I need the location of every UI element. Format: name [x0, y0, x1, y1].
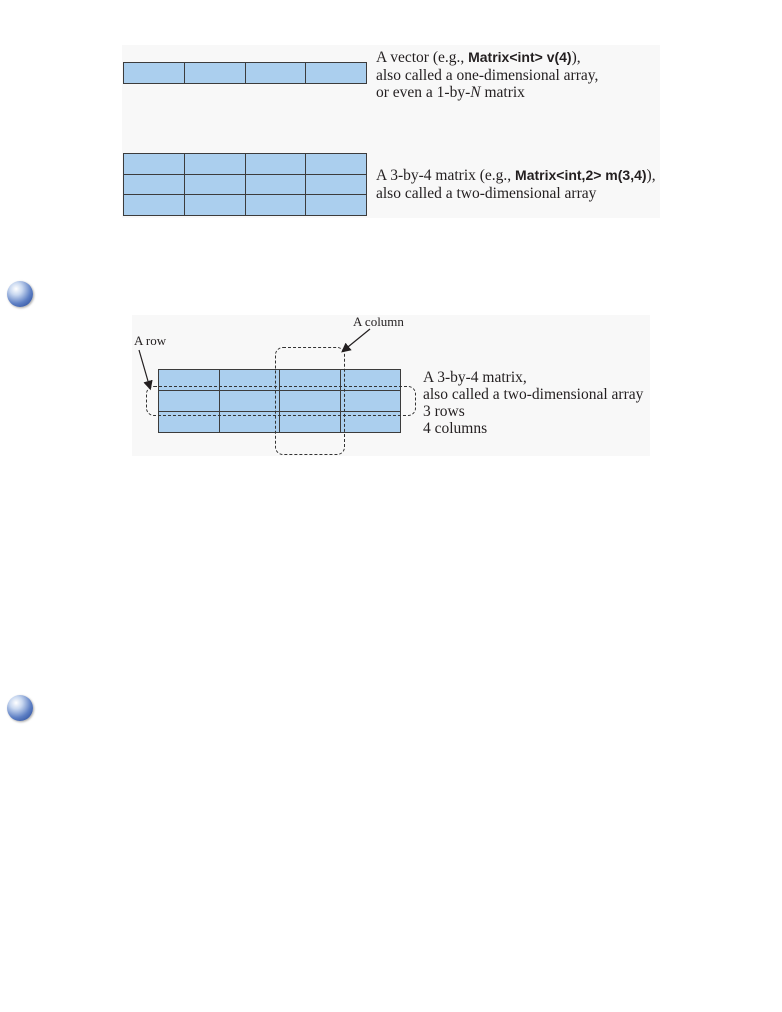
matrix-cell [124, 174, 184, 195]
vector-cell [184, 63, 245, 83]
labeled-matrix-grid [158, 369, 401, 433]
matrix-cell [306, 174, 366, 195]
column-label: A column [353, 314, 404, 329]
vector-code: Matrix<int> v(4) [468, 49, 572, 65]
matrix-cell [306, 154, 366, 174]
vector-cell [245, 63, 306, 83]
bullet-icon [7, 281, 33, 307]
matrix-cell [184, 154, 245, 174]
matrix-cell [159, 370, 219, 390]
labeled-matrix-caption-line-2: also called a two-dimensional array [423, 386, 644, 403]
matrix-cell [306, 195, 366, 215]
matrix-cell [184, 195, 245, 215]
row-arrow [138, 349, 153, 391]
vector-caption-line-3: or even a 1-by-N matrix [376, 84, 525, 101]
matrix-cell [340, 391, 400, 411]
row-label: A row [134, 333, 167, 348]
matrix-caption-line-1: A 3-by-4 matrix (e.g., Matrix<int,2> m(3… [376, 167, 656, 184]
matrix-cell [280, 412, 340, 432]
matrix-cell [245, 154, 306, 174]
matrix-cell [124, 154, 184, 174]
matrix-cell [159, 412, 219, 432]
matrix-cell [245, 174, 306, 195]
matrix-cell [219, 370, 279, 390]
vector-cell [124, 63, 184, 83]
matrix-cell [184, 174, 245, 195]
vector-caption: A vector (e.g., Matrix<int> v(4)), also … [376, 49, 598, 102]
matrix-cell [159, 391, 219, 411]
matrix-caption-line-2: also called a two-dimensional array [376, 184, 597, 202]
column-arrow [341, 328, 371, 353]
vector-caption-line-1: A vector (e.g., Matrix<int> v(4)), [376, 49, 581, 66]
vector-caption-line-2: also called a one-dimensional array, [376, 66, 599, 84]
labeled-matrix-caption-line-3: 3 rows [423, 403, 465, 420]
bullet-icon [7, 695, 33, 721]
matrix-cell [245, 195, 306, 215]
labeled-matrix-caption-line-1: A 3-by-4 matrix, [423, 369, 527, 386]
row-highlight [146, 386, 416, 416]
matrix-grid [123, 153, 367, 216]
matrix-cell [219, 391, 279, 411]
vector-n-var: N [470, 84, 481, 101]
matrix-cell [219, 412, 279, 432]
matrix-cell [340, 370, 400, 390]
vector-grid [123, 62, 367, 84]
matrix-cell [280, 391, 340, 411]
labeled-matrix-caption-line-4: 4 columns [423, 420, 488, 437]
vector-cell [306, 63, 366, 83]
labeled-matrix-caption: A 3-by-4 matrix, also called a two-dimen… [423, 369, 643, 437]
matrix-cell [340, 412, 400, 432]
column-highlight [275, 347, 345, 455]
matrix-cell [280, 370, 340, 390]
matrix-code: Matrix<int,2> m(3,4) [515, 167, 647, 183]
matrix-caption: A 3-by-4 matrix (e.g., Matrix<int,2> m(3… [376, 167, 656, 202]
matrix-cell [124, 195, 184, 215]
